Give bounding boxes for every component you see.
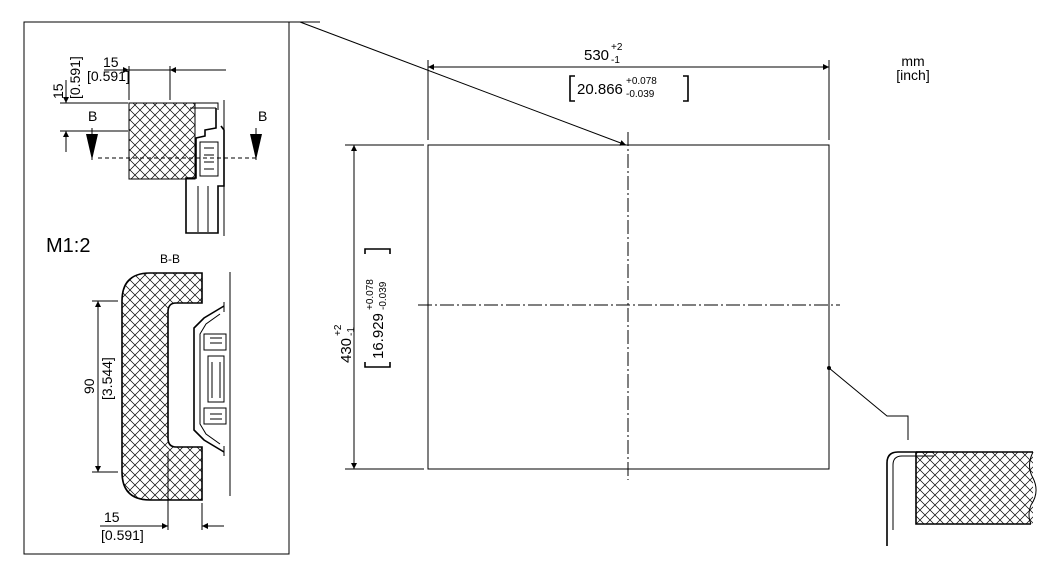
edge-break-line [1028,451,1037,525]
height-tol-lower: -1 [346,327,357,336]
width-inch-bracket-left [569,75,575,102]
top-hdim-inch: [0.591] [87,68,130,84]
width-inch-tol-lower: -0.039 [626,89,655,100]
top-vdim-inch: [0.591] [67,56,83,99]
edge-frame-inner [892,455,934,530]
units-inch: [inch] [896,67,929,83]
section-hatch-profile [121,272,203,501]
section-detail [92,272,231,530]
top-frame-details [204,147,214,170]
units-mm: mm [901,53,924,69]
detail-frame [23,21,290,555]
section-height-mm: 90 [81,378,97,394]
width-inch-bracket-right [683,75,689,102]
section-marker-right: B [258,108,267,124]
top-hatch-block [128,102,196,180]
section-label: B-B [160,252,180,266]
section-housing-clips [203,333,227,425]
width-tol-upper: +2 [611,42,623,53]
width-inch-tol-upper: +0.078 [626,76,657,87]
edge-detail [886,451,1037,546]
top-vdim-mm: 15 [50,83,66,99]
section-bottom-mm: 15 [104,509,120,525]
top-hdim-mm: 15 [103,54,119,70]
section-bottom-inch: [0.591] [101,527,144,543]
height-inch-nominal: 16.929 [370,313,387,359]
edge-hatch-block [916,452,1033,524]
scale-label: M1:2 [46,235,90,257]
section-marker-left: B [88,108,97,124]
section-housing-inner [207,355,225,403]
height-inch-group: 16.929 +0.078 -0.039 [364,248,391,368]
top-frame-inner [199,141,219,177]
edge-frame-outer [886,451,934,546]
height-nominal: 430 [338,338,355,363]
height-tol-upper: +2 [333,324,344,336]
height-inch-tol-upper: +0.078 [365,279,376,310]
top-detail [60,66,262,236]
height-inch-bracket-right [364,248,391,254]
height-inch-bracket-left [364,362,391,368]
edge-leader [828,367,909,440]
section-housing-outer [193,305,225,453]
leader-arrow [299,21,627,146]
width-tol-lower: -1 [611,55,620,66]
width-nominal: 530 [584,47,609,64]
height-inch-tol-lower: -0.039 [378,281,389,310]
top-frame-lip [186,102,219,110]
section-height-inch: [3.544] [99,357,115,400]
width-inch-nominal: 20.866 [577,81,623,98]
height-nominal-group: 430 +2 -1 [333,324,357,363]
